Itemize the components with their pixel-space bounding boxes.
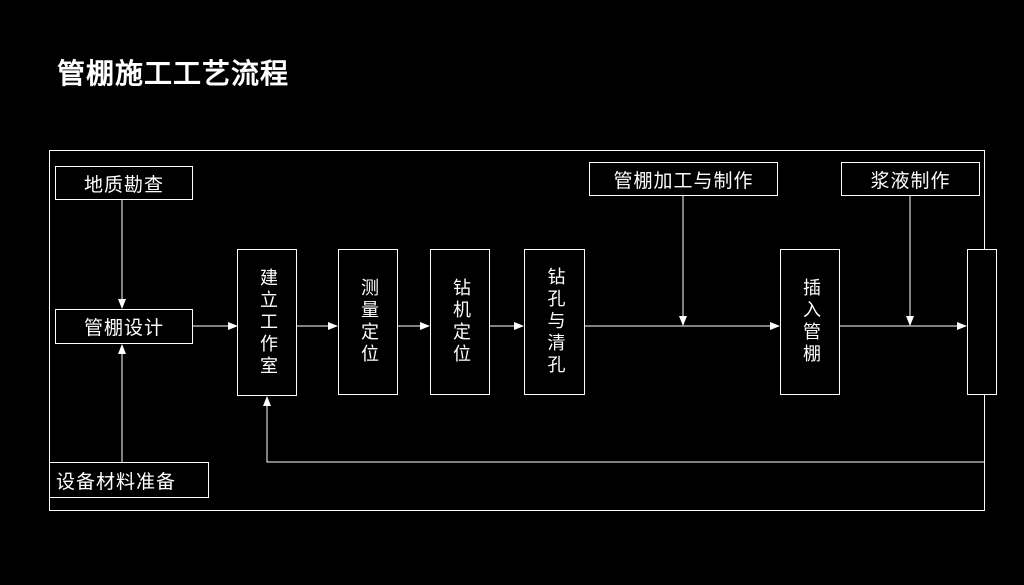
workshop-label: 建立工作室: [257, 267, 278, 378]
drill-positioning-box: 钻机定位: [430, 249, 490, 395]
survey-positioning-box: 测量定位: [338, 249, 398, 395]
grout-preparation-box: 浆液制作: [841, 162, 980, 196]
drill-positioning-label: 钻机定位: [450, 278, 471, 366]
workshop-box: 建立工作室: [237, 249, 297, 396]
equipment-materials-box: 设备材料准备: [49, 462, 209, 498]
next-step-box-partial: [967, 249, 997, 395]
page-title: 管棚施工工艺流程: [57, 57, 290, 90]
geology-survey-box: 地质勘查: [55, 166, 193, 200]
drill-clean-box: 钻孔与清孔: [524, 249, 585, 395]
feedback-loop-line: [263, 396, 985, 463]
insert-pipe-label: 插入管棚: [800, 278, 821, 366]
pipe-roof-design-box: 管棚设计: [55, 309, 193, 344]
drill-clean-label: 钻孔与清孔: [544, 267, 566, 377]
insert-pipe-box: 插入管棚: [780, 249, 840, 395]
survey-positioning-label: 测量定位: [358, 278, 379, 366]
pipe-fabrication-box: 管棚加工与制作: [589, 162, 778, 196]
